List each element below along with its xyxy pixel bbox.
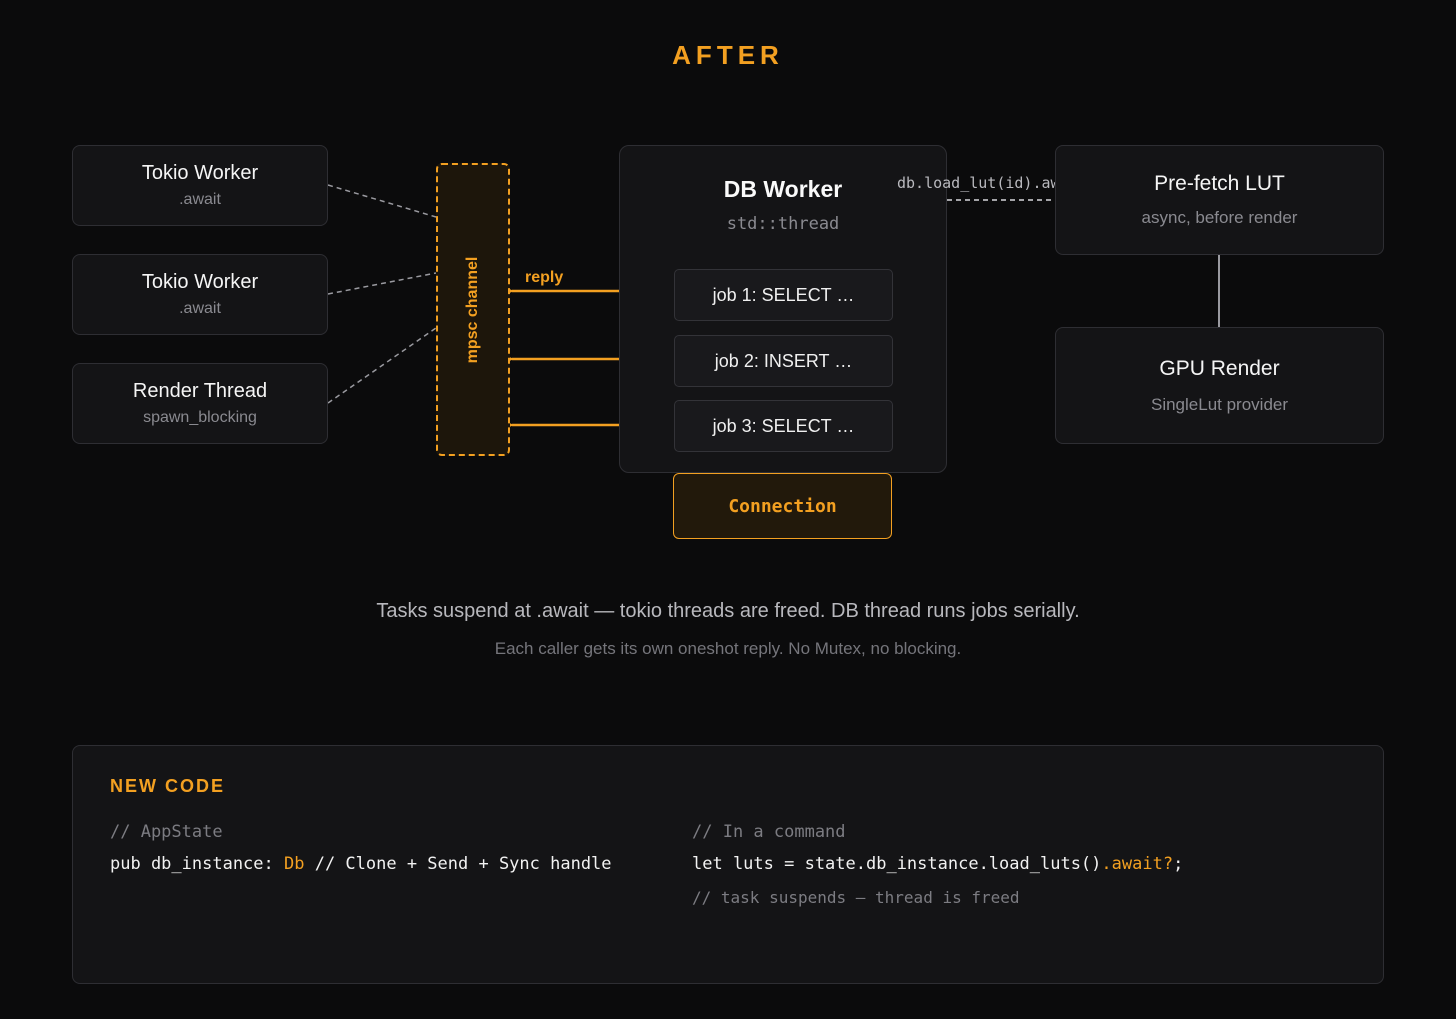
db-worker-subtitle: std::thread — [726, 214, 840, 234]
caller-name: Tokio Worker — [141, 271, 259, 293]
gpu-sub: SingleLut provider — [1150, 394, 1289, 414]
code-right-note: // task suspends — thread is freed — [692, 888, 1020, 907]
code-panel-title: NEW CODE — [110, 776, 225, 796]
call-label: db.load_lut(id).await — [897, 174, 1087, 192]
code-panel: NEW CODE // AppState pub db_instance: Db… — [72, 745, 1384, 984]
channel-label: mpsc channel — [464, 256, 481, 363]
caller-1-connector — [327, 184, 437, 218]
tokio-worker-2-box: Tokio Worker .await — [72, 254, 328, 335]
prefetch-sub: async, before render — [1141, 208, 1298, 227]
gpu-title: GPU Render — [1159, 356, 1280, 380]
caller-sub: .await — [179, 300, 221, 317]
caller-3-connector — [327, 327, 437, 404]
caller-name: Tokio Worker — [141, 162, 259, 184]
code-await-token: .await? — [1101, 854, 1174, 874]
render-thread-box: Render Thread spawn_blocking — [72, 363, 328, 444]
caller-sub: .await — [179, 191, 221, 208]
job-item-2: job 2: INSERT … — [674, 335, 893, 387]
tokio-worker-1-box: Tokio Worker .await — [72, 145, 328, 226]
db-worker-title: DB Worker — [723, 176, 843, 202]
code-right-comment: // In a command — [692, 822, 846, 842]
gpu-render-box: GPU Render SingleLut provider — [1055, 327, 1384, 444]
diagram-title: AFTER — [672, 40, 784, 70]
mpsc-channel: mpsc channel — [436, 163, 510, 456]
caller-name: Render Thread — [132, 380, 268, 402]
prefetch-lut-box: Pre-fetch LUT async, before render — [1055, 145, 1384, 255]
connection-box: Connection — [673, 473, 892, 539]
db-worker-box: DB Worker std::thread job 1: SELECT … jo… — [619, 145, 947, 473]
reply-label: reply — [525, 269, 564, 286]
caller-2-connector — [327, 272, 437, 295]
code-type-token: Db — [284, 854, 305, 874]
caller-sub: spawn_blocking — [143, 409, 257, 426]
code-token: ; — [1173, 854, 1184, 874]
job-item-1: job 1: SELECT … — [674, 269, 893, 321]
prefetch-title: Pre-fetch LUT — [1154, 172, 1285, 195]
caption-secondary: Each caller gets its own oneshot reply. … — [494, 639, 962, 658]
code-left-line: pub db_instance: Db // Clone + Send + Sy… — [110, 854, 612, 874]
code-token: pub db_instance: — [110, 854, 284, 874]
code-left-comment: // AppState — [110, 822, 223, 842]
code-token: let luts = state.db_instance.load_luts() — [692, 854, 1102, 874]
code-right-line: let luts = state.db_instance.load_luts()… — [692, 854, 1183, 874]
job-item-3: job 3: SELECT … — [674, 400, 893, 452]
caption-primary: Tasks suspend at .await — tokio threads … — [376, 600, 1080, 622]
code-token: // Clone + Send + Sync handle — [304, 854, 612, 874]
